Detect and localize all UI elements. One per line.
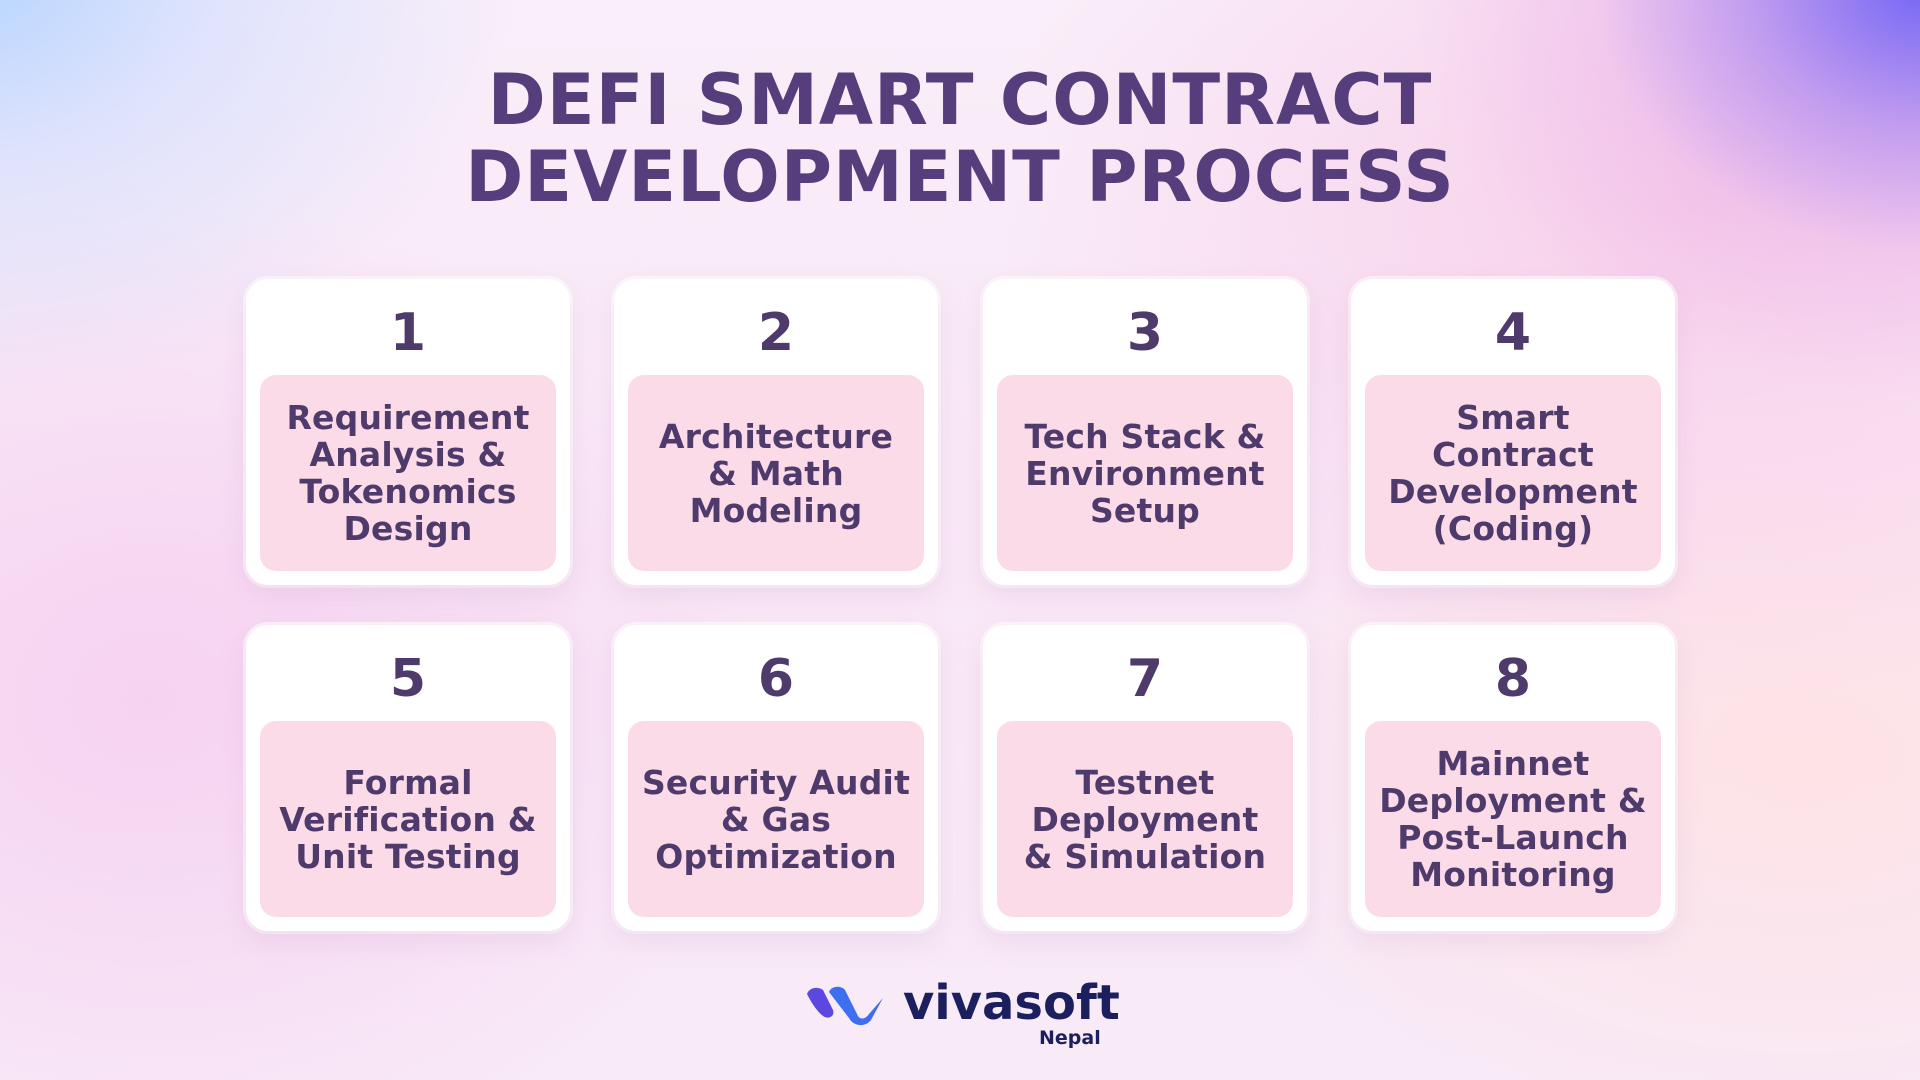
step-panel: Mainnet Deployment & Post-Launch Monitor… xyxy=(1365,721,1661,917)
step-panel: Smart Contract Development (Coding) xyxy=(1365,375,1661,571)
step-label: Smart Contract Development (Coding) xyxy=(1388,398,1638,548)
step-number: 5 xyxy=(389,649,427,709)
step-card-3: 3 Tech Stack & Environment Setup xyxy=(983,279,1307,585)
step-panel: Tech Stack & Environment Setup xyxy=(997,375,1293,571)
step-number: 4 xyxy=(1494,303,1532,363)
step-label: Security Audit & Gas Optimization xyxy=(641,762,911,876)
step-number: 3 xyxy=(1126,303,1164,363)
step-number: 6 xyxy=(757,649,795,709)
step-number: 1 xyxy=(389,303,427,363)
step-card-6: 6 Security Audit & Gas Optimization xyxy=(614,625,938,931)
brand-subtitle: Nepal xyxy=(1039,1027,1101,1049)
step-panel: Testnet Deployment & Simulation xyxy=(997,721,1293,917)
step-label: Testnet Deployment & Simulation xyxy=(1023,762,1267,876)
step-card-7: 7 Testnet Deployment & Simulation xyxy=(983,625,1307,931)
process-steps-grid: 1 Requirement Analysis & Tokenomics Desi… xyxy=(246,279,1676,931)
step-label: Tech Stack & Environment Setup xyxy=(1024,416,1266,530)
title-line-2: DEVELOPMENT PROCESS xyxy=(465,136,1455,218)
step-number: 7 xyxy=(1126,649,1164,709)
page-title: DEFI SMART CONTRACT DEVELOPMENT PROCESS xyxy=(0,62,1920,216)
title-line-1: DEFI SMART CONTRACT xyxy=(487,59,1433,141)
step-panel: Formal Verification & Unit Testing xyxy=(260,721,556,917)
step-label: Requirement Analysis & Tokenomics Design xyxy=(286,398,530,548)
step-panel: Security Audit & Gas Optimization xyxy=(628,721,924,917)
step-card-5: 5 Formal Verification & Unit Testing xyxy=(246,625,570,931)
step-card-2: 2 Architecture & Math Modeling xyxy=(614,279,938,585)
step-label: Formal Verification & Unit Testing xyxy=(279,762,537,876)
step-card-4: 4 Smart Contract Development (Coding) xyxy=(1351,279,1675,585)
step-number: 8 xyxy=(1494,649,1532,709)
step-label: Mainnet Deployment & Post-Launch Monitor… xyxy=(1379,744,1647,894)
step-card-8: 8 Mainnet Deployment & Post-Launch Monit… xyxy=(1351,625,1675,931)
step-card-1: 1 Requirement Analysis & Tokenomics Desi… xyxy=(246,279,570,585)
step-number: 2 xyxy=(757,303,795,363)
brand-name: vivasoft xyxy=(903,975,1120,1031)
step-panel: Architecture & Math Modeling xyxy=(628,375,924,571)
vivasoft-logo-icon xyxy=(807,986,883,1026)
step-panel: Requirement Analysis & Tokenomics Design xyxy=(260,375,556,571)
vivasoft-logo: vivasoft Nepal xyxy=(803,976,1123,1050)
step-label: Architecture & Math Modeling xyxy=(658,416,894,530)
